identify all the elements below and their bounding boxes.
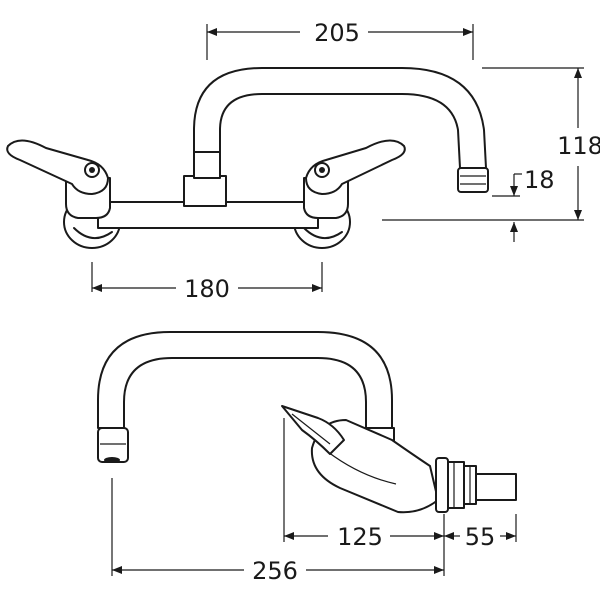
- front-view: [6, 67, 489, 249]
- dimension-180: 180: [91, 262, 323, 303]
- left-lever-handle: [6, 139, 109, 195]
- spout-hub: [183, 175, 227, 207]
- side-wall-nut: [435, 457, 449, 513]
- dimension-label-180: 180: [184, 275, 230, 303]
- spout-aerator: [457, 167, 489, 193]
- side-wall-flange: [447, 461, 465, 509]
- dimension-label-205: 205: [314, 19, 360, 47]
- dimension-label-118: 118: [557, 132, 600, 160]
- side-spout: [97, 331, 393, 433]
- side-spout-outlet: [97, 427, 129, 463]
- side-tail: [475, 473, 517, 501]
- dimension-label-125: 125: [337, 523, 383, 551]
- right-lever-handle: [305, 139, 406, 195]
- dimension-label-18: 18: [524, 166, 555, 194]
- dimension-18: 18: [492, 166, 555, 242]
- spout-collar: [193, 151, 221, 179]
- dimension-256: 256: [111, 478, 444, 585]
- dimension-118: 118: [382, 67, 600, 221]
- dimension-205: 205: [206, 19, 474, 60]
- dimension-label-55: 55: [465, 523, 496, 551]
- dimension-label-256: 256: [252, 557, 298, 585]
- side-view: [97, 331, 517, 514]
- dimension-125-55: 125 55: [283, 418, 517, 576]
- side-angled-body: [310, 419, 439, 514]
- swivel-spout: [193, 67, 487, 169]
